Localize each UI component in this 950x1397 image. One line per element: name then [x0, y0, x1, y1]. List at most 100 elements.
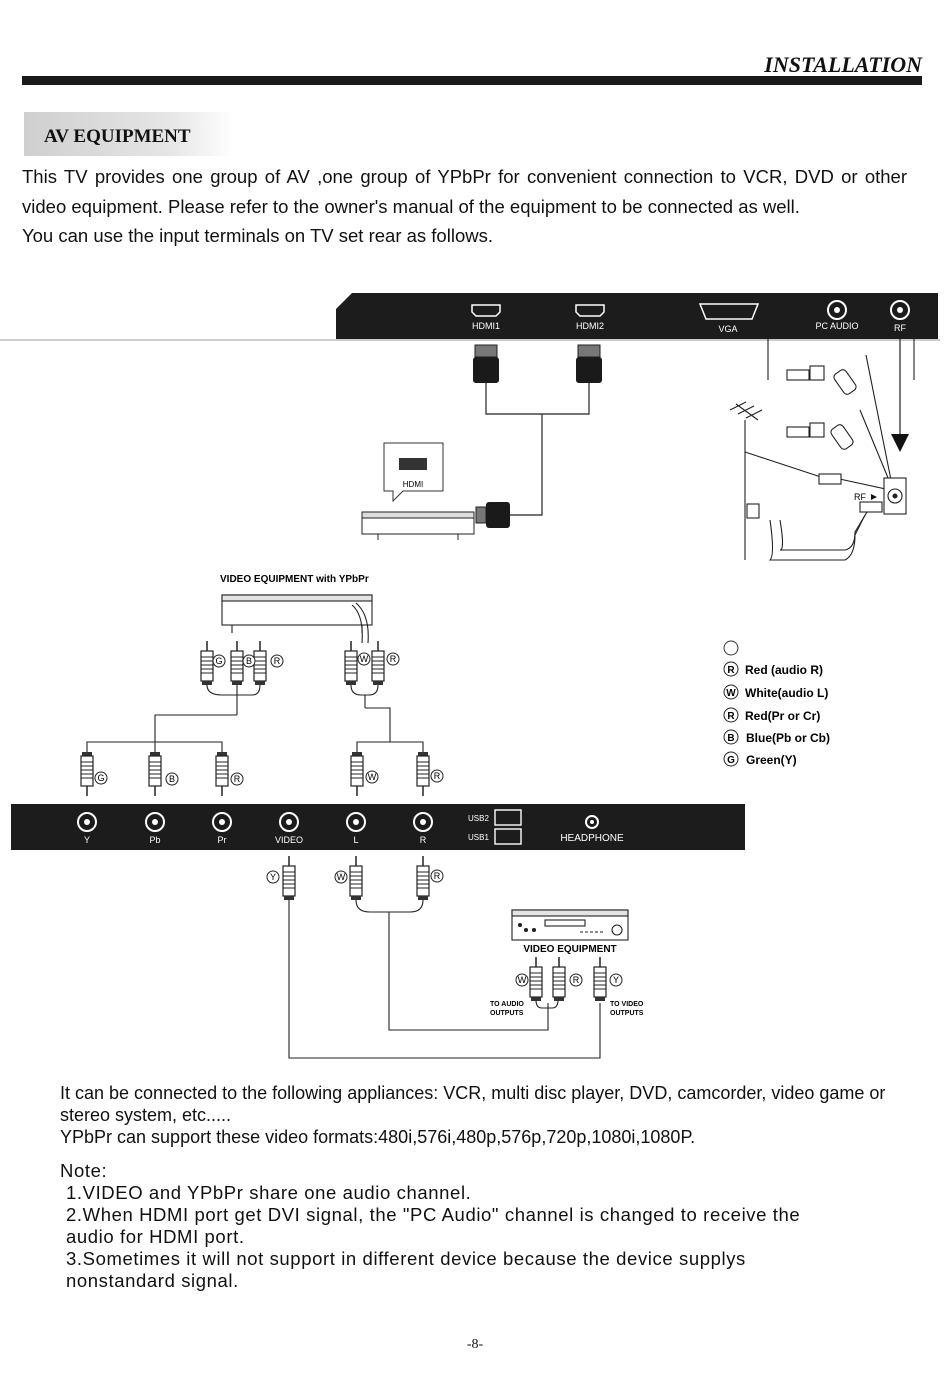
- svg-text:Green(Y): Green(Y): [746, 753, 797, 767]
- svg-text:Red (audio R): Red (audio R): [745, 663, 823, 677]
- hdmi-cable: [485, 382, 590, 516]
- usb2-port: USB2: [468, 809, 522, 826]
- hdmi-plug-2: [575, 344, 603, 384]
- video-equipment-plug-letters: W R Y: [515, 973, 623, 987]
- section-title-box: [24, 112, 234, 156]
- ypbpr-plug-letters-top: G B R W R: [212, 652, 400, 668]
- note-3-continued: nonstandard signal.: [66, 1270, 239, 1291]
- svg-text:USB2: USB2: [468, 814, 489, 823]
- notes-heading: Note:: [60, 1160, 108, 1181]
- rf-antenna-connection: [729, 338, 915, 561]
- svg-text:W: W: [337, 872, 346, 882]
- svg-text:USB1: USB1: [468, 833, 489, 842]
- rf-arrow: [891, 338, 909, 452]
- svg-text:OUTPUTS: OUTPUTS: [610, 1010, 644, 1017]
- header-rule: [22, 76, 922, 85]
- page-number: -8-: [466, 1337, 484, 1352]
- audio-r-jack: R: [413, 812, 433, 845]
- y-jack: Y: [77, 812, 97, 845]
- svg-text:R: R: [573, 975, 580, 985]
- hdmi2-label: HDMI2: [576, 321, 604, 331]
- av-cables: [288, 899, 601, 1059]
- hdmi-device-label: HDMI: [403, 480, 423, 489]
- legend-item: B Blue(Pb or Cb): [723, 729, 830, 745]
- output-labels: TO AUDIO OUTPUTS TO VIDEO OUTPUTS: [490, 1001, 644, 1017]
- formats-paragraph: YPbPr can support these video formats:48…: [60, 1127, 696, 1147]
- av-input-plugs: [282, 855, 430, 901]
- usb1-port: USB1: [468, 828, 522, 845]
- svg-text:TO VIDEO: TO VIDEO: [610, 1001, 644, 1008]
- vga-port: VGA: [698, 303, 760, 334]
- svg-text:B: B: [727, 733, 734, 744]
- pc-audio-label: PC AUDIO: [815, 321, 858, 331]
- video-equipment-plugs: [529, 956, 607, 1002]
- svg-text:W: W: [360, 654, 369, 664]
- svg-text:HEADPHONE: HEADPHONE: [560, 833, 624, 844]
- note-2-continued: audio for HDMI port.: [66, 1226, 245, 1247]
- panel-plug-letters: G B R W R: [94, 769, 444, 786]
- svg-text:R: R: [434, 871, 441, 881]
- svg-text:R: R: [390, 654, 397, 664]
- headphone-jack: HEADPHONE: [560, 815, 624, 844]
- svg-text:W: W: [726, 688, 736, 699]
- svg-text:B: B: [169, 774, 175, 784]
- svg-text:W: W: [368, 772, 377, 782]
- svg-text:R: R: [274, 656, 281, 666]
- svg-text:White(audio L): White(audio L): [745, 686, 828, 700]
- svg-text:Blue(Pb or Cb): Blue(Pb or Cb): [746, 731, 830, 745]
- svg-text:R: R: [727, 711, 735, 722]
- note-3: 3.Sometimes it will not support in diffe…: [66, 1248, 746, 1269]
- hdmi2-port: HDMI2: [575, 304, 605, 331]
- legend-item: W White(audio L): [723, 684, 828, 700]
- tv-rear-panel-bottom: [11, 804, 745, 850]
- intro-instruction: You can use the input terminals on TV se…: [22, 225, 493, 246]
- vga-label: VGA: [718, 324, 737, 334]
- section-title: AV EQUIPMENT: [44, 126, 191, 147]
- svg-text:R: R: [727, 665, 735, 676]
- hdmi-plug-device: [475, 502, 510, 528]
- svg-text:Pb: Pb: [149, 835, 160, 845]
- ypbpr-device: [221, 594, 373, 644]
- video-jack: VIDEO: [275, 812, 303, 845]
- pb-jack: Pb: [145, 812, 165, 845]
- page-header-title: INSTALLATION: [764, 52, 922, 77]
- legend-item: R Red (audio R): [723, 661, 823, 677]
- legend-item: R Red(Pr or Cr): [723, 707, 820, 723]
- hdmi-plug-1: [472, 344, 500, 384]
- pr-jack: Pr: [212, 812, 232, 845]
- svg-text:R: R: [234, 774, 241, 784]
- rf-port-label: RF: [894, 323, 906, 333]
- color-legend: R Red (audio R) W White(audio L) R Red(P…: [723, 640, 830, 767]
- intro-paragraph: This TV provides one group of AV ,one gr…: [22, 166, 907, 217]
- rf-port: RF: [890, 300, 910, 333]
- intro-text: This TV provides one group of AV ,one gr…: [22, 162, 907, 251]
- video-equipment-device: [511, 909, 629, 941]
- svg-text:W: W: [518, 975, 527, 985]
- ypbpr-device-label: VIDEO EQUIPMENT with YPbPr: [220, 574, 369, 585]
- svg-text:VIDEO: VIDEO: [275, 835, 303, 845]
- notes: Note: 1.VIDEO and YPbPr share one audio …: [60, 1160, 900, 1292]
- ypbpr-source-cables: [86, 684, 424, 752]
- svg-text:Y: Y: [613, 975, 619, 985]
- legend-item: G Green(Y): [723, 751, 797, 767]
- svg-text:TO AUDIO: TO AUDIO: [490, 1001, 524, 1008]
- hdmi1-label: HDMI1: [472, 321, 500, 331]
- tv-rear-panel-top: [336, 293, 938, 339]
- connection-diagram: HDMI1 HDMI2 VGA PC AUDIO RF HDMI: [0, 293, 940, 1059]
- svg-text:Red(Pr or Cr): Red(Pr or Cr): [745, 709, 820, 723]
- svg-text:R: R: [434, 771, 441, 781]
- hdmi-device: HDMI: [361, 442, 475, 540]
- svg-text:B: B: [246, 656, 252, 666]
- appliances-text: It can be connected to the following app…: [60, 1082, 900, 1148]
- svg-text:G: G: [727, 755, 735, 766]
- svg-text:OUTPUTS: OUTPUTS: [490, 1010, 524, 1017]
- pc-audio-port: PC AUDIO: [815, 300, 859, 331]
- appliances-paragraph: It can be connected to the following app…: [60, 1083, 886, 1125]
- note-1: 1.VIDEO and YPbPr share one audio channe…: [66, 1182, 472, 1203]
- svg-text:R: R: [420, 835, 427, 845]
- svg-text:Y: Y: [84, 835, 90, 845]
- rf-label: RF: [854, 492, 866, 502]
- svg-text:G: G: [97, 773, 104, 783]
- video-equipment-label: VIDEO EQUIPMENT: [523, 944, 616, 955]
- hdmi1-port: HDMI1: [471, 304, 501, 331]
